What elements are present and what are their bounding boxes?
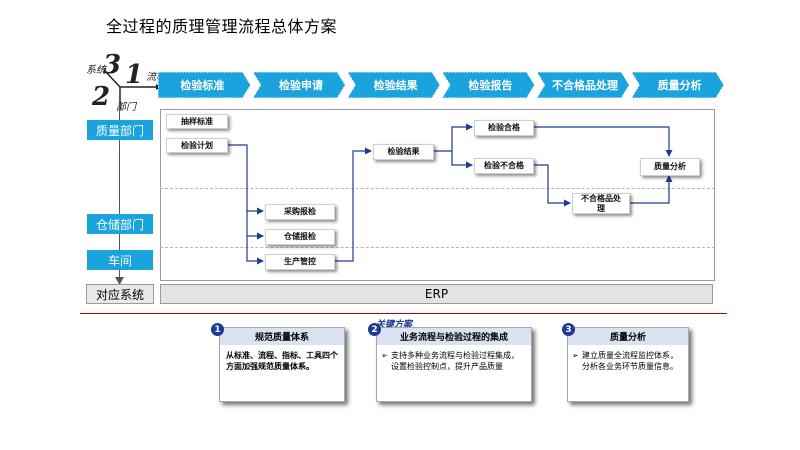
card-1-title: 规范质量体系 [220,328,344,345]
phase-bar: 检验标准 检验申请 检验结果 检验报告 不合格品处理 质量分析 [158,72,725,98]
card-3-title: 质量分析 [568,328,688,345]
phase-label: 检验申请 [279,78,323,92]
card-3-bullet-icon: ➢ [572,351,579,360]
page-title: 全过程的质理管理流程总体方案 [106,17,338,36]
axis-label-system: 系统 [86,65,106,76]
phase-label: 检验结果 [374,78,418,92]
section-divider [80,313,727,314]
node-production-control: 生产管控 [265,254,335,270]
erp-system-bar: ERP [160,284,713,304]
solution-card-3: 质量分析 ➢ 建立质量全流程监控体系，分析各业务环节质量信息。 [567,327,689,402]
node-inspection-pass: 检验合格 [474,120,534,136]
card-2-bullet-icon: ➢ [381,351,388,360]
spine-arrow-icon [115,277,124,285]
card-2-body-wrap: ➢ 支持多种业务流程与检验过程集成，设置检验控制点，提升产品质量 [381,350,525,372]
axis-label-department: 部门 [116,102,136,113]
card-3-body: 建立质量全流程监控体系，分析各业务环节质量信息。 [582,351,678,371]
phase-chevron [441,72,536,98]
dept-workshop: 车间 [87,250,153,270]
phase-chevron [630,72,725,98]
axis-number-department: 2 [92,82,111,112]
node-inspection-fail: 检验不合格 [474,158,534,174]
phase-chevron [252,72,346,98]
phase-label: 质量分析 [658,78,702,92]
phase-label: 不合格品处理 [552,78,618,92]
node-nonconforming-handling: 不合格品处理 [572,193,630,214]
card-1-number-badge: 1 [211,323,224,336]
node-quality-analysis: 质量分析 [640,158,700,176]
axis-legend-lines [103,69,162,110]
solution-card-2: 业务流程与检验过程的集成 ➢ 支持多种业务流程与检验过程集成，设置检验控制点，提… [376,327,532,402]
card-2-title: 业务流程与检验过程的集成 [377,328,531,345]
solution-card-1: 规范质量体系 从标准、流程、指标、工具四个方面加强规范质量体系。 [219,327,345,402]
key-solution-label: 关键方案 [376,320,413,330]
phase-chevron [536,72,630,98]
axis-number-system: 3 [103,50,122,80]
node-inspection-plan: 检验计划 [166,138,228,153]
phase-chevron [158,72,252,98]
axis-label-flow: 流程 [146,72,166,83]
node-sampling-standard: 抽样标准 [166,114,228,129]
dept-warehouse: 仓储部门 [87,214,153,234]
card-1-body: 从标准、流程、指标、工具四个方面加强规范质量体系。 [226,351,338,371]
card-3-body-wrap: ➢ 建立质量全流程监控体系，分析各业务环节质量信息。 [572,350,682,372]
lane-divider-warehouse [160,247,715,248]
phase-label: 检验标准 [180,78,224,92]
lane-divider-quality [160,188,715,189]
phase-chevron [346,72,441,98]
phase-label: 检验报告 [468,78,512,92]
dept-quality: 质量部门 [87,120,153,140]
node-warehouse-report: 仓储报检 [265,229,335,245]
department-spine [119,95,120,285]
node-inspection-result: 检验结果 [373,144,434,160]
system-label: 对应系统 [86,284,154,304]
card-3-number-badge: 3 [562,323,575,336]
node-purchase-report: 采购报检 [265,204,335,220]
card-2-body: 支持多种业务流程与检验过程集成，设置检验控制点，提升产品质量 [391,351,519,371]
axis-number-flow: 1 [125,60,144,90]
card-2-number-badge: 2 [368,323,381,336]
